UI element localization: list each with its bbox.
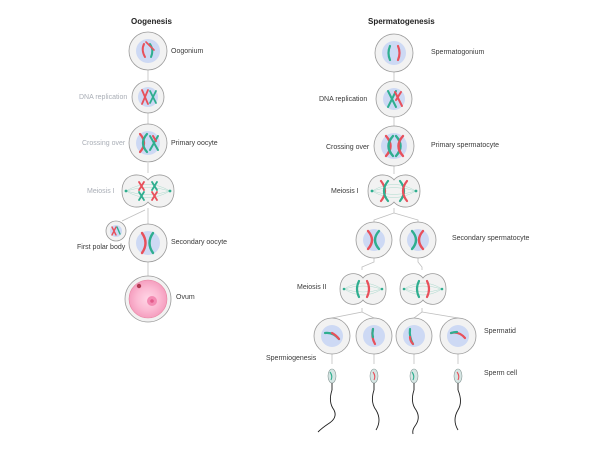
spermatogenesis-meiosis-1-cell	[367, 174, 421, 208]
label-oogenesis-meiosis-1: Meiosis I	[87, 188, 115, 195]
label-spermatogenesis-meiosis-1: Meiosis I	[331, 188, 359, 195]
meiosis-2-cell-1	[339, 273, 387, 305]
label-primary-oocyte: Primary oocyte	[171, 140, 218, 147]
secondary-spermatocyte-cell-1	[355, 221, 393, 259]
spermatogonium-cell	[374, 33, 414, 73]
label-spermiogenesis: Spermiogenesis	[266, 355, 317, 362]
oogenesis-title: Oogenesis	[131, 17, 172, 26]
spermatid-cell-2	[355, 317, 393, 355]
secondary-spermatocyte-cell-2	[399, 221, 437, 259]
primary-spermatocyte-cell	[373, 125, 415, 167]
label-secondary-spermatocyte: Secondary spermatocyte	[452, 235, 530, 242]
spermatogenesis-replication-cell	[375, 80, 413, 118]
spermatid-cell-1	[313, 317, 351, 355]
label-spermatid: Spermatid	[484, 328, 516, 335]
label-primary-spermatocyte: Primary spermatocyte	[431, 142, 500, 149]
first-polar-body-cell	[105, 220, 127, 242]
oogenesis-connectors	[121, 70, 149, 276]
sperm-cell-4	[453, 368, 463, 431]
ovum-cell	[124, 275, 172, 323]
label-meiosis-2: Meiosis II	[297, 284, 327, 291]
label-first-polar-body: First polar body	[77, 244, 126, 251]
sperm-cell-1	[317, 368, 337, 433]
sperm-cell-2	[369, 368, 380, 431]
label-spermatogonium: Spermatogonium	[431, 49, 485, 56]
primary-oocyte-cell	[128, 123, 168, 163]
label-spermatogenesis-crossing-over: Crossing over	[326, 144, 370, 151]
label-ovum: Ovum	[176, 294, 195, 301]
spermatogenesis-title: Spermatogenesis	[368, 17, 435, 26]
secondary-oocyte-cell	[128, 223, 168, 263]
meiosis-2-cell-2	[399, 273, 447, 305]
label-spermatogenesis-dna-replication: DNA replication	[319, 96, 368, 103]
oogenesis-replication-cell	[131, 80, 165, 114]
oogonium-cell	[128, 31, 168, 71]
label-oogonium: Oogonium	[171, 48, 204, 55]
sperm-cell-3	[409, 368, 419, 435]
label-secondary-oocyte: Secondary oocyte	[171, 239, 228, 246]
label-oogenesis-crossing-over: Crossing over	[82, 140, 126, 147]
spermatid-cell-3	[395, 317, 433, 355]
label-oogenesis-dna-replication: DNA replication	[79, 94, 128, 101]
label-sperm-cell: Sperm cell	[484, 370, 518, 377]
oogenesis-meiosis-1-cell	[121, 174, 175, 208]
spermatid-cell-4	[439, 317, 477, 355]
